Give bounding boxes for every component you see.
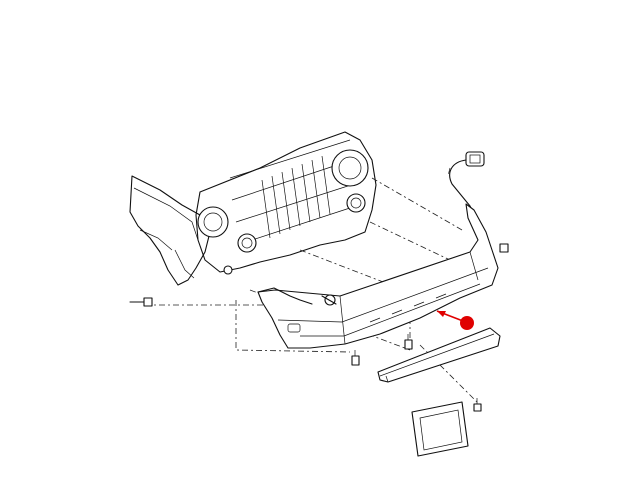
headlamp-right bbox=[331, 149, 369, 187]
fog-lamp-left bbox=[237, 233, 257, 253]
red-dot-icon bbox=[460, 316, 474, 330]
mount-bolt-left bbox=[223, 265, 233, 275]
tow-hook-cover bbox=[287, 323, 301, 333]
wiring-connector bbox=[447, 151, 485, 223]
callout-marker bbox=[436, 310, 474, 330]
fascia-slots bbox=[369, 293, 447, 323]
left-fender bbox=[129, 175, 211, 286]
bumper-reinforcement-bar bbox=[377, 327, 501, 383]
fascia-bracket bbox=[257, 287, 337, 306]
fog-lamp-right bbox=[346, 193, 366, 213]
license-plate-bracket bbox=[411, 398, 482, 457]
front-grille-frame bbox=[195, 131, 377, 275]
headlamp-left bbox=[197, 206, 229, 238]
grille-slots bbox=[261, 155, 331, 239]
mounting-bolt-left bbox=[129, 297, 153, 307]
mounting-bolts-lower bbox=[351, 243, 509, 366]
bumper-fascia bbox=[257, 203, 499, 349]
